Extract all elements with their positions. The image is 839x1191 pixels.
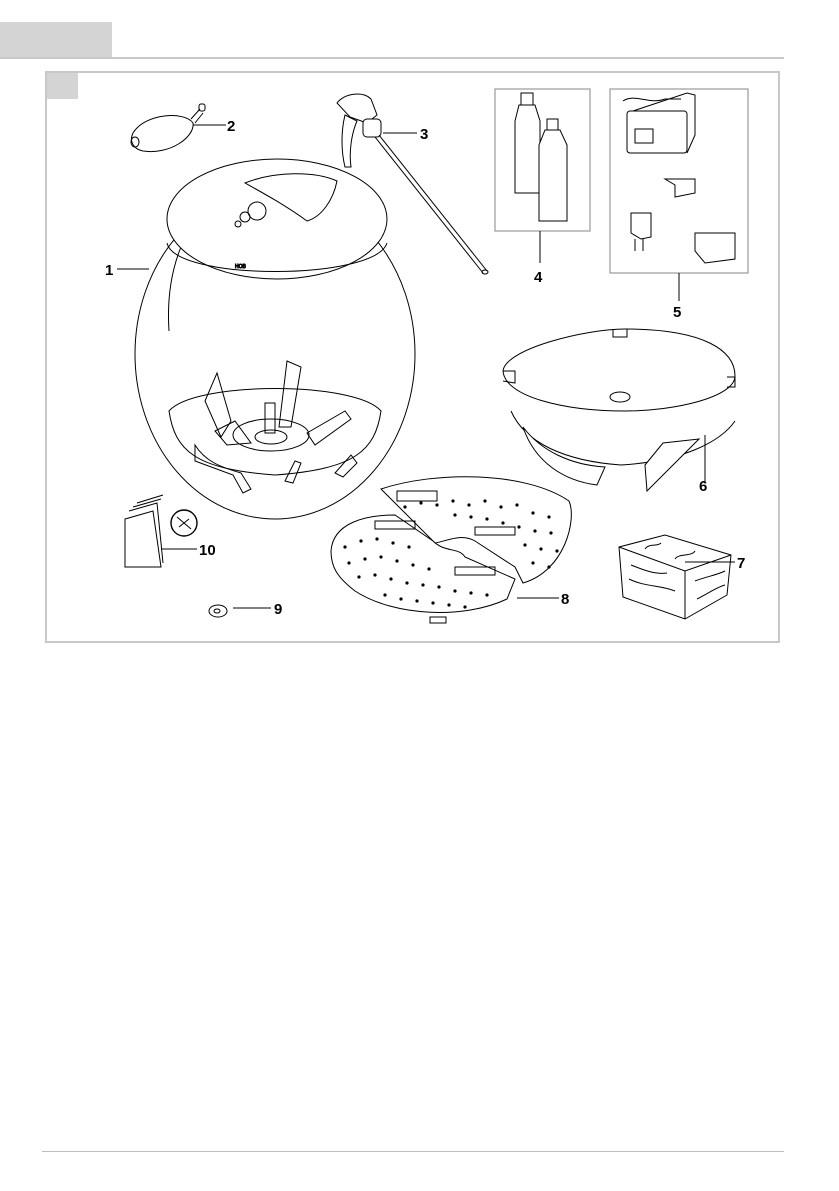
callout-9: 9 <box>274 601 282 618</box>
callout-2: 2 <box>227 118 235 135</box>
header-rule <box>0 57 784 59</box>
callout-8: 8 <box>561 591 569 608</box>
connector-piece <box>209 605 227 617</box>
product-logo: HOB <box>235 264 247 270</box>
callout-6: 6 <box>699 478 707 495</box>
bowl-lid <box>503 329 735 491</box>
hand-washing-icon <box>171 510 197 536</box>
instruction-manual <box>125 495 163 567</box>
footer-rule <box>42 1151 784 1152</box>
callout-4: 4 <box>534 269 543 286</box>
air-blower-bulb <box>131 104 205 152</box>
callout-10: 10 <box>199 542 216 559</box>
filter-sponge <box>619 535 731 619</box>
cleaning-bottles <box>515 93 567 221</box>
power-adapter <box>623 93 735 263</box>
callout-1: 1 <box>105 262 113 279</box>
callout-7: 7 <box>737 555 745 572</box>
header-tab <box>0 22 112 57</box>
perforated-plates <box>331 477 571 623</box>
callout-5: 5 <box>673 304 681 321</box>
aquarium-sphere <box>135 159 415 519</box>
callout-3: 3 <box>420 126 428 143</box>
parts-illustration: HOB <box>45 71 780 643</box>
